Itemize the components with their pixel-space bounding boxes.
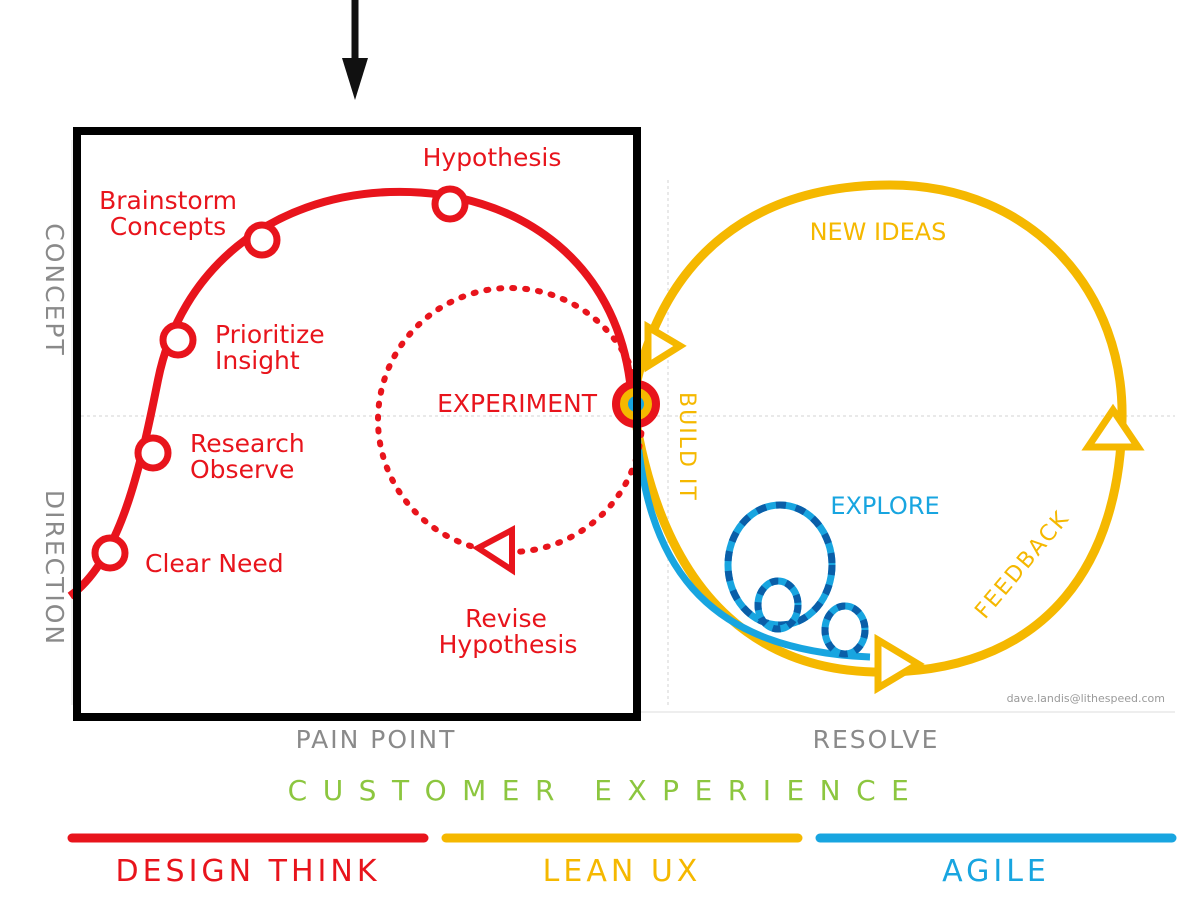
lean-arrow-left-icon — [644, 320, 687, 373]
brainstorm-label-line1: Brainstorm — [99, 186, 237, 215]
research-node — [134, 434, 172, 472]
agile-track — [632, 419, 871, 661]
lean-arrow-up-icon — [1081, 403, 1145, 451]
lean-ux-label: LEAN UX — [543, 854, 702, 889]
down-arrow-icon — [342, 0, 368, 100]
explore-label: EXPLORE — [830, 492, 939, 520]
prioritize-label-line1: Prioritize — [215, 320, 325, 349]
clear-need-node — [91, 534, 129, 572]
hypothesis-node — [431, 185, 469, 223]
revise-label-line2: Hypothesis — [439, 630, 578, 659]
revise-arrow-icon — [472, 525, 515, 576]
credit-text: dave.landis@lithespeed.com — [1007, 692, 1165, 705]
design-think-milestones — [91, 185, 469, 572]
design-think-label: DESIGN THINK — [115, 854, 380, 889]
focus-frame — [73, 127, 641, 721]
agile-label: AGILE — [942, 854, 1050, 889]
build-it-label: BUILD IT — [674, 392, 699, 502]
pain-point-axis-label: PAIN POINT — [296, 725, 457, 754]
direction-axis-label: DIRECTION — [40, 490, 69, 646]
research-label-line2: Observe — [190, 455, 294, 484]
brainstorm-label-line2: Concepts — [110, 212, 226, 241]
clear-need-label: Clear Need — [145, 549, 284, 578]
hypothesis-label: Hypothesis — [423, 143, 562, 172]
revise-label-line1: Revise — [465, 604, 547, 633]
research-label-line1: Research — [190, 429, 305, 458]
lean-arrow-right-icon — [874, 633, 925, 695]
agile-spirals — [724, 501, 869, 658]
new-ideas-label: NEW IDEAS — [810, 218, 947, 246]
prioritize-label-line2: Insight — [215, 346, 300, 375]
resolve-axis-label: RESOLVE — [813, 725, 940, 754]
revise-dotted-loop — [375, 285, 645, 555]
concept-axis-label: CONCEPT — [40, 223, 69, 356]
prioritize-node — [159, 321, 197, 359]
brainstorm-node — [243, 221, 281, 259]
customer-experience-label: CUSTOMER EXPERIENCE — [288, 774, 925, 807]
experiment-label: EXPERIMENT — [437, 389, 598, 418]
